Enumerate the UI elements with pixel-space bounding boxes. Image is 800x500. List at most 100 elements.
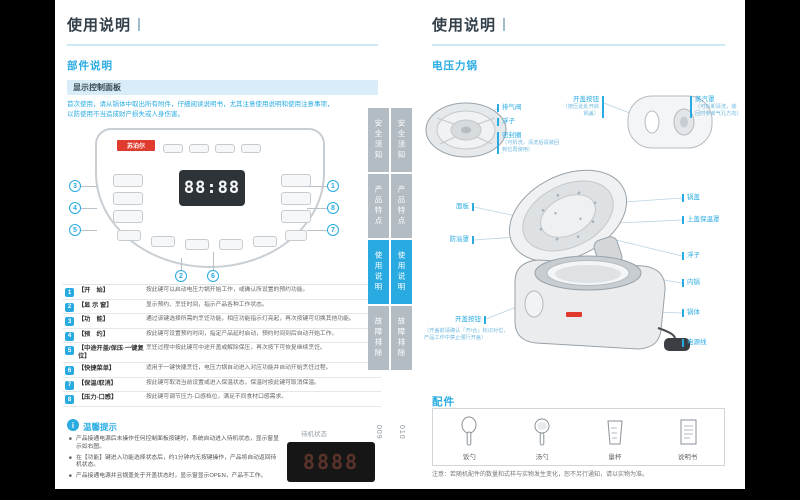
- book-spread: 使用说明 部件说明 显示控制面板 首次使用，请从锅体中取出所有附件，仔细阅读说明…: [55, 0, 745, 489]
- row-desc: 显示预约、烹饪时间，指示产品各种工作状态。: [146, 301, 268, 308]
- tab-safety: 安全须知: [391, 108, 412, 172]
- tips-icon: i: [67, 419, 79, 431]
- control-panel-illustration: 苏泊尔 88:88: [95, 128, 325, 268]
- panel-button-glyph: [113, 210, 143, 223]
- panel-button-glyph: [163, 144, 183, 153]
- accessory-label: 量杯: [608, 454, 622, 461]
- row-desc: 按此键可取消当前设置或进入保温状态，保温时按此键可取消保温。: [146, 379, 320, 386]
- callout-line: [81, 230, 97, 231]
- cooker-heading: 电压力锅: [432, 60, 478, 72]
- label-sealing-ring: 密封圈（可拆洗，清洗后请装回到位再使用）: [497, 132, 563, 154]
- panel-button-glyph: [189, 144, 209, 153]
- tips-list: 产品接通电源后未操作任何控制面板按键时，系统自动进入待机状态，显示窗显示如右图。…: [69, 436, 281, 484]
- table-row: 8【压力-口感】按此键可调节压力-口感档位，满足不同食材口感需求。: [63, 392, 381, 407]
- row-number-badge: 7: [65, 380, 74, 390]
- tab-troubleshooting: 故障排除: [391, 306, 412, 370]
- table-row: 4【预 约】按此键可设置预约时间，指定产品延时启动，预约时间到后自动开始工作。: [63, 329, 381, 343]
- label-text: 排气阀: [502, 104, 522, 111]
- panel-button-glyph: [281, 192, 311, 205]
- panel-button-glyph: [285, 230, 307, 241]
- panel-button-glyph: [241, 144, 261, 153]
- callout-line: [81, 186, 97, 187]
- label-control-panel: 面板: [444, 203, 474, 212]
- row-number-badge: 6: [65, 366, 74, 375]
- manual-booklet-icon: [680, 419, 697, 445]
- callout-badge: 5: [69, 224, 81, 236]
- left-page: 使用说明 部件说明 显示控制面板 首次使用，请从锅体中取出所有附件，仔细阅读说明…: [55, 0, 390, 489]
- standby-display: 8888: [287, 442, 375, 482]
- accessory-label: 说明书: [677, 454, 698, 461]
- tab-usage-active: 使用说明: [368, 240, 389, 304]
- row-desc: 烹饪过程中按此键可中途开盖或解除保压，再次按下可恢复继续烹饪。: [146, 345, 326, 351]
- tip-item: 产品接通电源后未操作任何控制面板按键时，系统自动进入待机状态，显示窗显示如右图。: [69, 436, 281, 452]
- label-power-cord: 电源线: [682, 339, 707, 348]
- label-text: 上盖保温罩: [687, 216, 720, 223]
- callout-line: [81, 208, 97, 209]
- panel-button-glyph: [253, 236, 277, 247]
- callout-line: [307, 186, 331, 187]
- callout-line: [213, 252, 214, 272]
- panel-button-glyph: [117, 230, 141, 241]
- label-text: 面板: [456, 203, 469, 210]
- accessory-manual: 说明书: [651, 409, 724, 465]
- callout-badge: 1: [327, 180, 339, 192]
- label-open-button: 开盖按钮: [444, 316, 486, 325]
- panel-button-glyph: [215, 144, 235, 153]
- row-desc: 按此键可以启动电压力锅开始工作，或确认所设置的预约功能。: [146, 287, 309, 293]
- label-steam-cover: 蒸汽罩（可拆卸清洗，装回时参考气孔方向）: [690, 96, 742, 118]
- rice-paddle-icon: [461, 416, 477, 446]
- left-tab-strip: 安全须知 产品特点 使用说明 故障排除 009: [368, 0, 389, 489]
- title-divider: [503, 18, 506, 31]
- table-row: 1【开 始】按此键可以启动电压力锅开始工作，或确认所设置的预约功能。: [63, 285, 381, 300]
- label-text: 浮子: [502, 118, 515, 125]
- tips-title: 温馨提示: [83, 422, 118, 432]
- row-desc: 通过该键选择所需的烹饪功能，相应功能指示灯亮起，再次按键可切换其他功能。: [146, 316, 355, 322]
- label-note: （按压此处开启锅盖）: [562, 104, 599, 117]
- accessories-heading: 配件: [432, 396, 455, 408]
- callout-badge: 3: [69, 180, 81, 192]
- label-note: （开盖前请确认「开/合」标识对位，产品工作中禁止强行开盖）: [424, 328, 509, 341]
- parts-heading: 部件说明: [67, 60, 113, 72]
- page-number-right: 010: [398, 425, 405, 440]
- panel-button-glyph: [113, 174, 143, 187]
- tab-features: 产品特点: [368, 174, 389, 238]
- table-row: 2【显 示 窗】显示预约、烹饪时间，指示产品各种工作状态。: [63, 300, 381, 314]
- callout-badge: 6: [207, 270, 219, 282]
- label-text: 防溢罩: [449, 236, 470, 243]
- row-number-badge: 4: [65, 331, 74, 341]
- key-description-table: 1【开 始】按此键可以启动电压力锅开始工作，或确认所设置的预约功能。 2【显 示…: [63, 284, 381, 407]
- accessory-label: 汤勺: [535, 454, 549, 461]
- label-lid-insulation: 上盖保温罩: [682, 216, 734, 225]
- open-lid: [508, 169, 628, 263]
- label-text: 锅体: [687, 309, 700, 316]
- panel-button-glyph: [219, 239, 243, 250]
- page-title: 使用说明: [67, 14, 141, 35]
- soup-ladle-icon: [534, 418, 550, 446]
- label-exhaust-valve: 排气阀: [497, 104, 522, 113]
- row-label: 【开 始】: [78, 287, 109, 294]
- row-label: 【快捷菜单】: [78, 365, 116, 372]
- callout-badge: 4: [69, 202, 81, 214]
- table-row: 5【中途开盖/保压·一键复位】烹饪过程中按此键可中途开盖或解除保压，再次按下可恢…: [63, 343, 381, 363]
- row-number-badge: 3: [65, 317, 74, 326]
- row-number-badge: 8: [65, 395, 74, 404]
- row-label: 【预 约】: [78, 330, 109, 338]
- callout-line: [307, 230, 331, 231]
- label-note: （可拆洗，清洗后请装回到位再使用）: [502, 140, 560, 153]
- intro-text: 首次使用，请从锅体中取出所有附件，仔细阅读说明书，尤其注意使用说明和使用注意事项…: [67, 100, 378, 120]
- label-note: （可拆卸清洗，装回时参考气孔方向）: [695, 104, 742, 117]
- right-tab-strip: 安全须知 产品特点 使用说明 故障排除 010: [391, 0, 412, 489]
- intro-line-2: 以防使用不当造成财产损失或人身伤害。: [67, 110, 184, 118]
- right-page: 使用说明 电压力锅: [412, 0, 745, 489]
- label-float-valve-2: 浮子: [682, 252, 700, 261]
- page-title-text: 使用说明: [67, 17, 132, 34]
- page-number-left: 009: [375, 425, 382, 440]
- brand-logo: 苏泊尔: [117, 140, 155, 151]
- title-rule: [432, 44, 725, 46]
- panel-button-glyph: [185, 239, 209, 250]
- label-inner-pot: 内锅: [682, 279, 700, 288]
- accessory-label: 饭勺: [462, 454, 476, 461]
- tab-troubleshooting: 故障排除: [368, 306, 389, 370]
- title-rule: [67, 44, 378, 46]
- table-row: 7【保温/取消】按此键可取消当前设置或进入保温状态，保温时按此键可取消保温。: [63, 378, 381, 392]
